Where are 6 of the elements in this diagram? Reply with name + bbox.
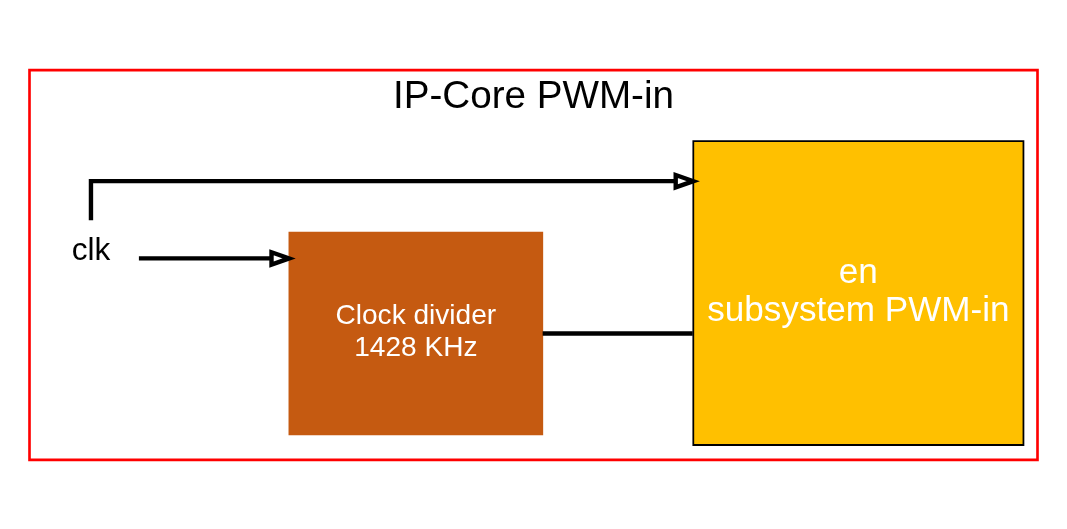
- connector: [542, 330, 693, 336]
- node-box: en subsystem PWM-in: [692, 139, 1025, 446]
- node-text: clk: [71, 230, 111, 267]
- arrow: [88, 171, 700, 220]
- node-box: Clock divider 1428 KHz: [288, 231, 544, 435]
- arrow: [138, 248, 296, 268]
